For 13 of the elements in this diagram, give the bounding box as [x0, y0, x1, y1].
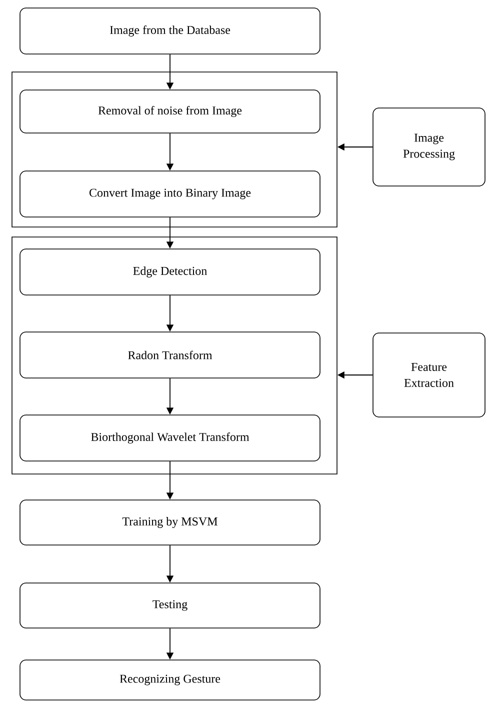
process-box: Training by MSVM — [20, 500, 320, 546]
process-box: Removal of noise from Image — [20, 90, 320, 134]
group-frame — [12, 236, 338, 474]
process-box: Edge Detection — [20, 248, 320, 296]
side-label-box: Feature Extraction — [372, 332, 486, 418]
group-frame — [12, 72, 338, 228]
process-box: Convert Image into Binary Image — [20, 170, 320, 218]
side-label-box: Image Processing — [372, 108, 486, 186]
process-box: Image from the Database — [20, 8, 320, 54]
process-box: Biorthogonal Wavelet Transform — [20, 414, 320, 462]
process-box: Recognizing Gesture — [20, 660, 320, 700]
process-box: Testing — [20, 582, 320, 628]
process-box: Radon Transform — [20, 332, 320, 378]
